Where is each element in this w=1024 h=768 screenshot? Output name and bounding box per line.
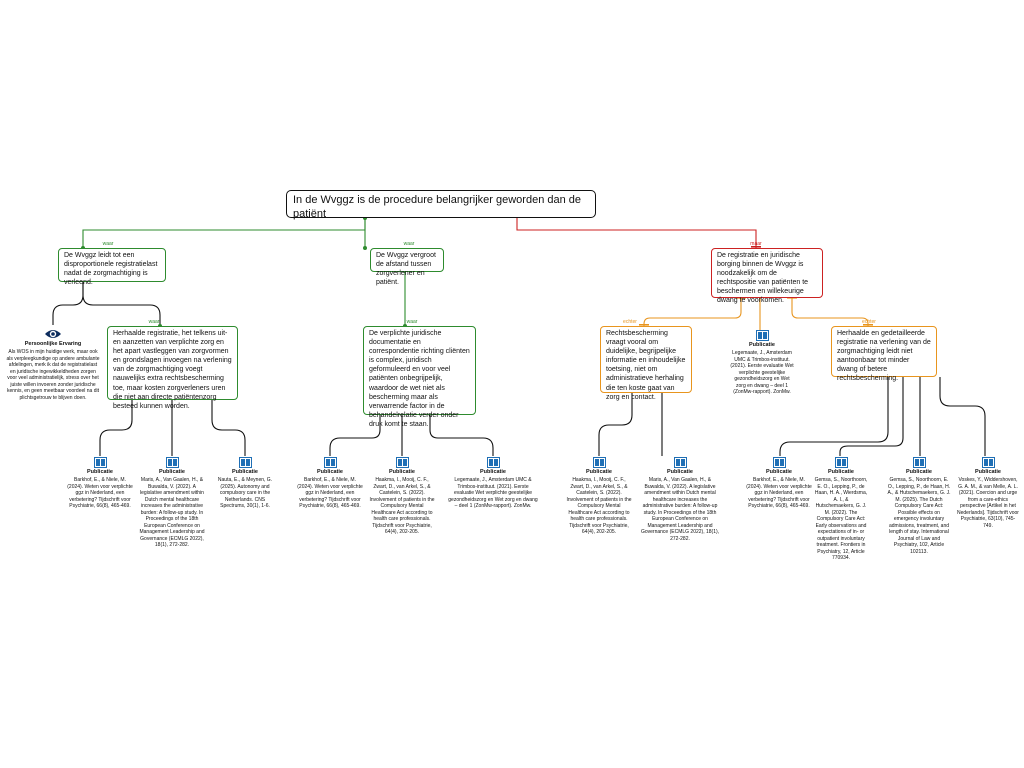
publication-label: Publicatie xyxy=(87,469,113,475)
sub-clear-information[interactable]: Rechtsbescherming vraagt vooral om duide… xyxy=(600,326,692,401)
connector-b1-s1 xyxy=(82,282,161,326)
waar-tag-b1: waar xyxy=(102,241,114,247)
publication-citation: Maris, A., Van Gaalen, H., & Buwalda, V.… xyxy=(139,477,205,549)
book-icon xyxy=(981,457,995,468)
book-icon xyxy=(395,457,409,468)
publication-p12[interactable]: Publicatie Gemsa, S., Noorthoorn, E. O.,… xyxy=(886,457,952,555)
book-icon xyxy=(755,330,769,341)
waar-tag-s1: waar xyxy=(148,319,160,325)
connector-s2-p4 xyxy=(329,415,381,456)
publication-label: Publicatie xyxy=(906,469,932,475)
publication-label: Publicatie xyxy=(766,469,792,475)
publication-p11[interactable]: Publicatie Gemsa, S., Noorthoorn, E. O.,… xyxy=(814,457,868,562)
publication-label: Publicatie xyxy=(749,342,775,348)
publication-citation: Gemsa, S., Noorthoorn, E. O., Lepping, P… xyxy=(814,477,868,562)
publication-citation: Legemaate, J., Amsterdam UMC & Trimbos-i… xyxy=(730,350,794,396)
publication-citation: Barkhof, E., & Niele, M. (2024). Weten v… xyxy=(67,477,133,510)
eye-icon xyxy=(45,330,61,338)
publication-label: Publicatie xyxy=(159,469,185,475)
publication-label: Publicatie xyxy=(586,469,612,475)
connector-s4-p10 xyxy=(779,377,889,456)
sub-juridical-documentation[interactable]: De verplichte juridische documentatie en… xyxy=(363,326,476,428)
publication-label: Publicatie xyxy=(317,469,343,475)
publication-citation: Haakma, I., Mooij, C. F., Zwart, D., van… xyxy=(566,477,632,536)
book-icon xyxy=(323,457,337,468)
publication-p10[interactable]: Publicatie Barkhof, E., & Niele, M. (202… xyxy=(746,457,812,510)
publication-p9[interactable]: Publicatie Legemaate, J., Amsterdam UMC … xyxy=(729,330,795,396)
connector-b3-s4 xyxy=(791,298,869,326)
connector-root-b1 xyxy=(82,218,366,248)
branch-registration-burden[interactable]: De Wvggz leidt tot een disproportionele … xyxy=(58,248,166,286)
publication-p1[interactable]: Publicatie Barkhof, E., & Niele, M. (202… xyxy=(67,457,133,510)
book-icon xyxy=(834,457,848,468)
publication-citation: Voskes, Y., Widdershoven, G. A. M., & va… xyxy=(957,477,1019,529)
branch-legal-protection[interactable]: De registratie en juridische borging bin… xyxy=(711,248,823,304)
publication-p8[interactable]: Publicatie Maris, A., Van Gaalen, H., & … xyxy=(640,457,720,542)
publication-citation: Legemaate, J., Amsterdam UMC & Trimbos-i… xyxy=(448,477,538,510)
experience-title: Persoonlijke Ervaring xyxy=(24,341,82,347)
book-icon xyxy=(772,457,786,468)
echter-tag-s3: echter xyxy=(623,319,637,325)
publication-citation: Maris, A., Van Gaalen, H., & Buwalda, V.… xyxy=(640,477,720,542)
connector-s3-p7 xyxy=(598,393,633,456)
connector-s1-p3 xyxy=(211,400,246,456)
publication-label: Publicatie xyxy=(389,469,415,475)
branch-distance[interactable]: De Wvggz vergroot de afstand tussen zorg… xyxy=(370,248,444,286)
publication-p2[interactable]: Publicatie Maris, A., Van Gaalen, H., & … xyxy=(139,457,205,549)
book-icon xyxy=(238,457,252,468)
publication-p4[interactable]: Publicatie Barkhof, E., & Niele, M. (202… xyxy=(297,457,363,510)
connector-s1-p1 xyxy=(99,400,133,456)
book-icon xyxy=(93,457,107,468)
publication-citation: Barkhof, E., & Niele, M. (2024). Weten v… xyxy=(297,477,363,510)
publication-citation: Nauta, E., & Meynen, G. (2025). Autonomy… xyxy=(217,477,273,510)
connector-s4-p13 xyxy=(939,377,986,456)
publication-citation: Gemsa, S., Noorthoorn, E. O., Lepping, P… xyxy=(887,477,951,555)
publication-p13[interactable]: Publicatie Voskes, Y., Widdershoven, G. … xyxy=(956,457,1020,529)
publication-label: Publicatie xyxy=(232,469,258,475)
publication-citation: Barkhof, E., & Niele, M. (2024). Weten v… xyxy=(746,477,812,510)
connector-b3-s3 xyxy=(643,298,742,326)
connector-s4-p11 xyxy=(839,377,904,456)
publication-label: Publicatie xyxy=(480,469,506,475)
connector-s2-p6 xyxy=(429,415,494,456)
connector-root-b3 xyxy=(516,218,757,248)
sub-repeated-registration[interactable]: Herhaalde registratie, het telkens uit-e… xyxy=(107,326,238,410)
waar-tag-b2: waar xyxy=(403,241,415,247)
publication-p6[interactable]: Publicatie Legemaate, J., Amsterdam UMC … xyxy=(447,457,539,510)
experience-text: Als WOS in mijn huidige werk, maar ook a… xyxy=(6,349,100,401)
publication-p3[interactable]: Publicatie Nauta, E., & Meynen, G. (2025… xyxy=(212,457,278,510)
publication-label: Publicatie xyxy=(667,469,693,475)
book-icon xyxy=(592,457,606,468)
publication-label: Publicatie xyxy=(975,469,1001,475)
connector-b1-experience xyxy=(52,282,84,325)
echter-tag-s4: echter xyxy=(862,319,876,325)
publication-label: Publicatie xyxy=(828,469,854,475)
publication-p7[interactable]: Publicatie Haakma, I., Mooij, C. F., Zwa… xyxy=(566,457,632,536)
book-icon xyxy=(673,457,687,468)
book-icon xyxy=(165,457,179,468)
book-icon xyxy=(486,457,500,468)
maar-tag-b3: maar xyxy=(750,241,762,247)
sub-no-less-coercion[interactable]: Herhaalde en gedetailleerde registratie … xyxy=(831,326,937,382)
waar-tag-s2: waar xyxy=(406,319,418,325)
publication-p5[interactable]: Publicatie Haakma, I., Mooij, C. F., Zwa… xyxy=(369,457,435,536)
book-icon xyxy=(912,457,926,468)
root-topic[interactable]: In de Wvggz is de procedure belangrijker… xyxy=(286,190,596,220)
personal-experience-node[interactable]: Persoonlijke Ervaring Als WOS in mijn hu… xyxy=(6,328,100,401)
publication-citation: Haakma, I., Mooij, C. F., Zwart, D., van… xyxy=(369,477,435,536)
